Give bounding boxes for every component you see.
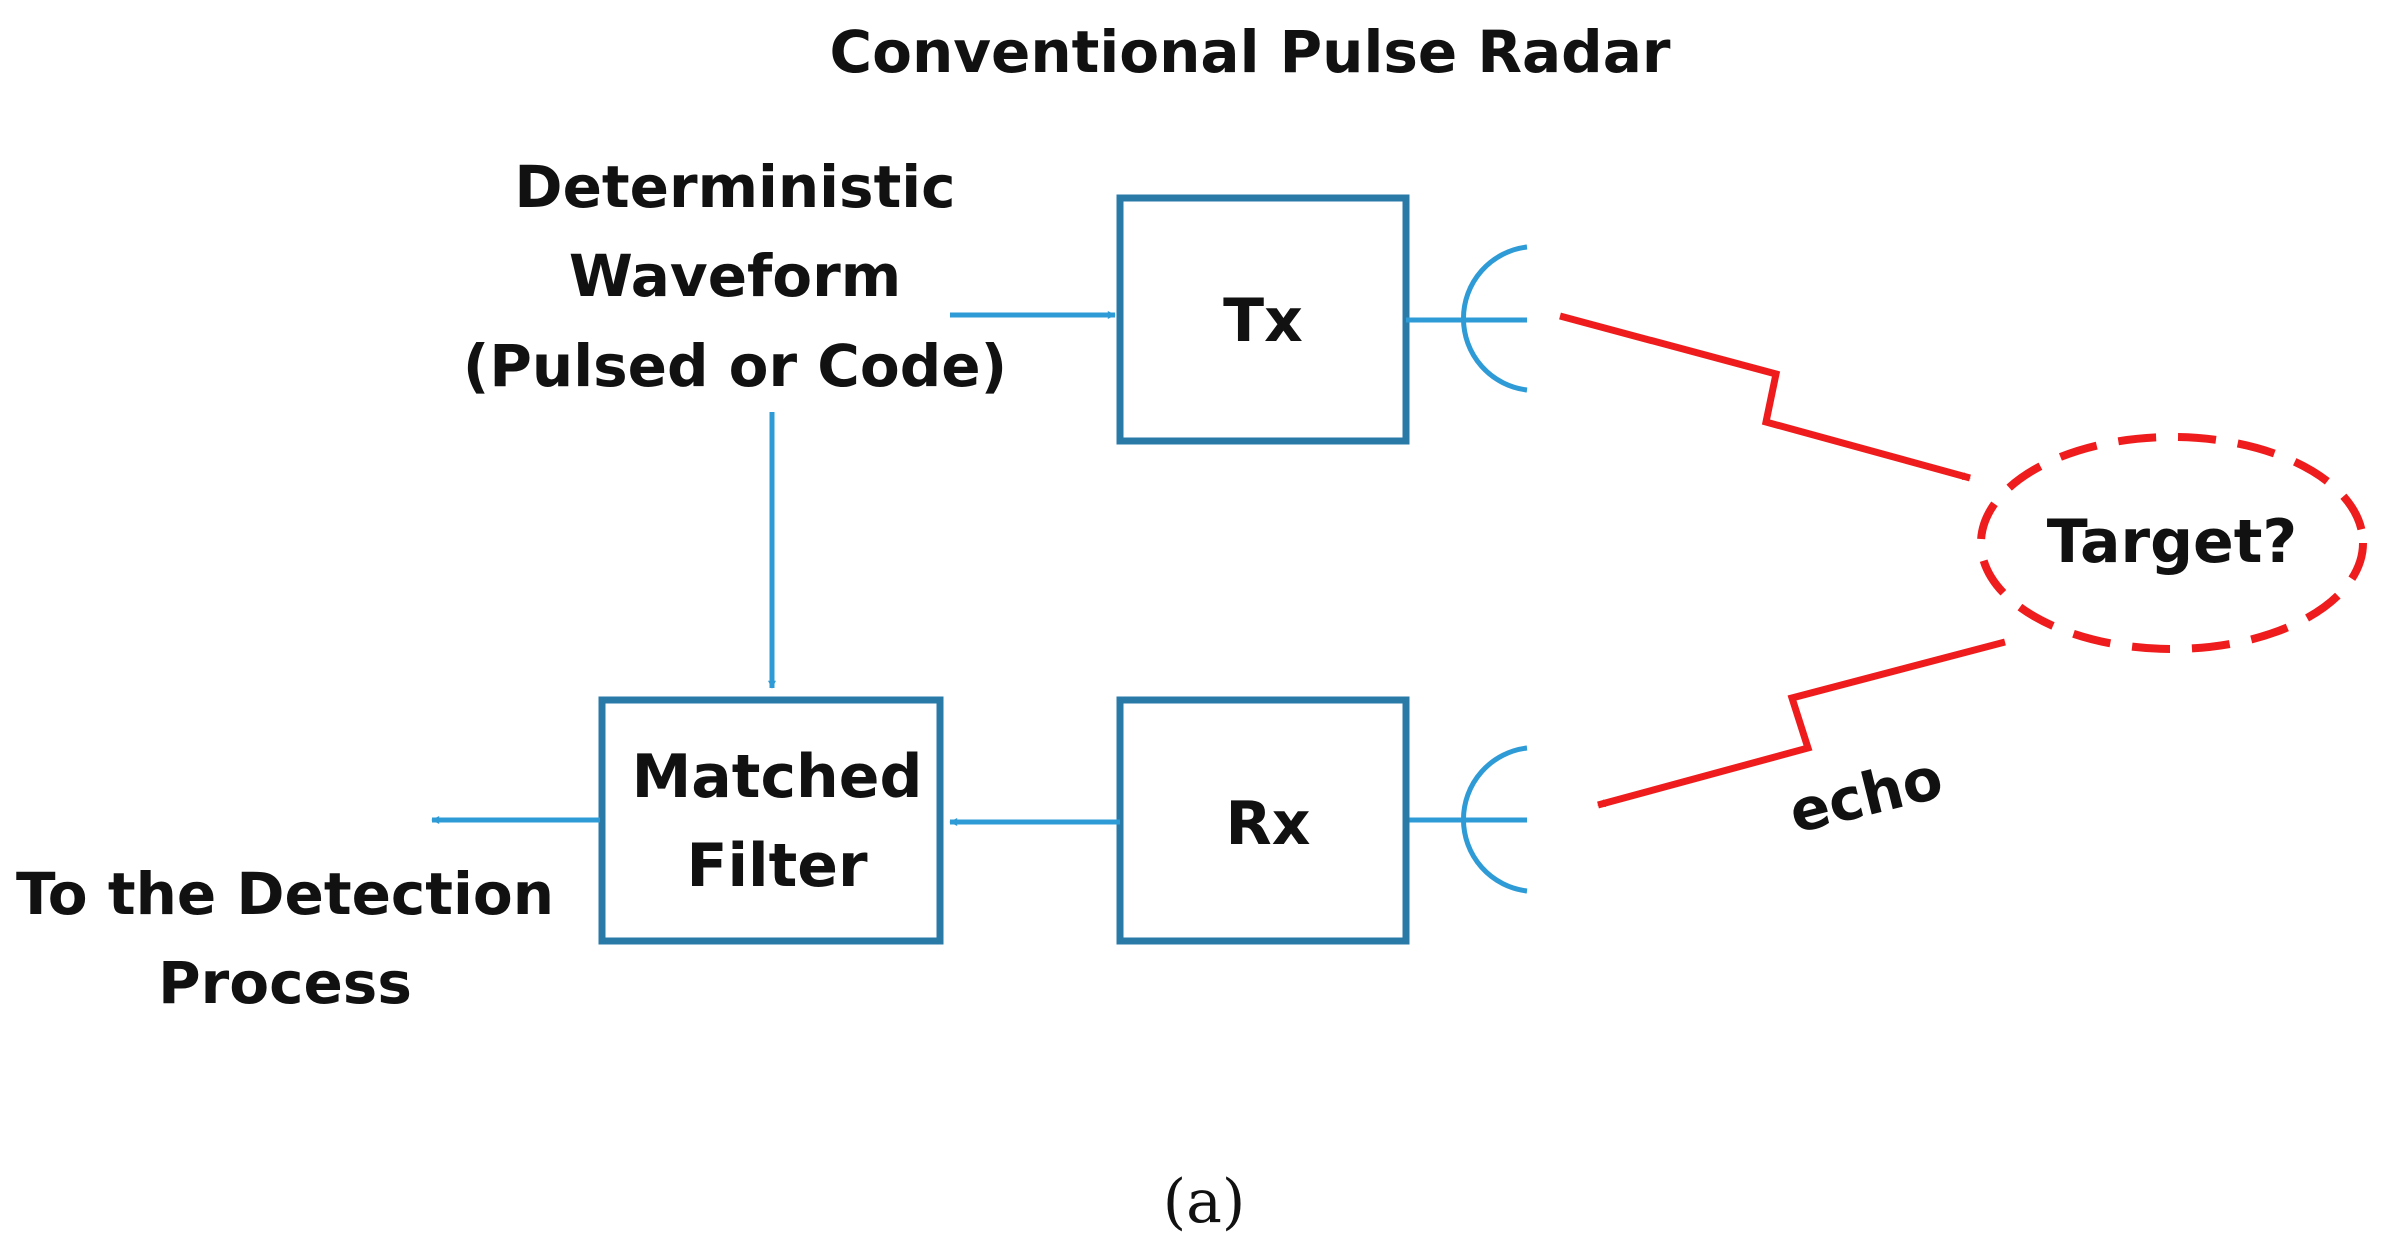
rx-label: Rx <box>1226 789 1311 859</box>
waveform-label-line-1: Deterministic <box>514 153 955 221</box>
tx-antenna-icon <box>1406 244 1528 393</box>
echo-path-arrow <box>1597 638 2006 809</box>
target-label: Target? <box>2047 507 2297 577</box>
matched-filter-label-line-2: Filter <box>686 831 867 901</box>
tx-label: Tx <box>1223 286 1303 356</box>
matched-filter-label-line-1: Matched <box>632 742 923 812</box>
output-label-line-1: To the Detection <box>16 860 554 928</box>
figure-caption: (a) <box>1163 1167 1246 1237</box>
diagram-title: Conventional Pulse Radar <box>830 18 1671 86</box>
transmit-path-arrow <box>1559 312 1971 482</box>
rx-antenna-icon <box>1406 745 1528 894</box>
rx-block <box>1116 696 1410 945</box>
waveform-label-line-3: (Pulsed or Code) <box>463 332 1007 400</box>
output-label-line-2: Process <box>158 949 412 1017</box>
matched-filter-block <box>598 696 944 945</box>
target-ellipse <box>1977 433 2367 653</box>
waveform-label-line-2: Waveform <box>569 242 901 310</box>
echo-label: echo <box>1782 743 1949 846</box>
